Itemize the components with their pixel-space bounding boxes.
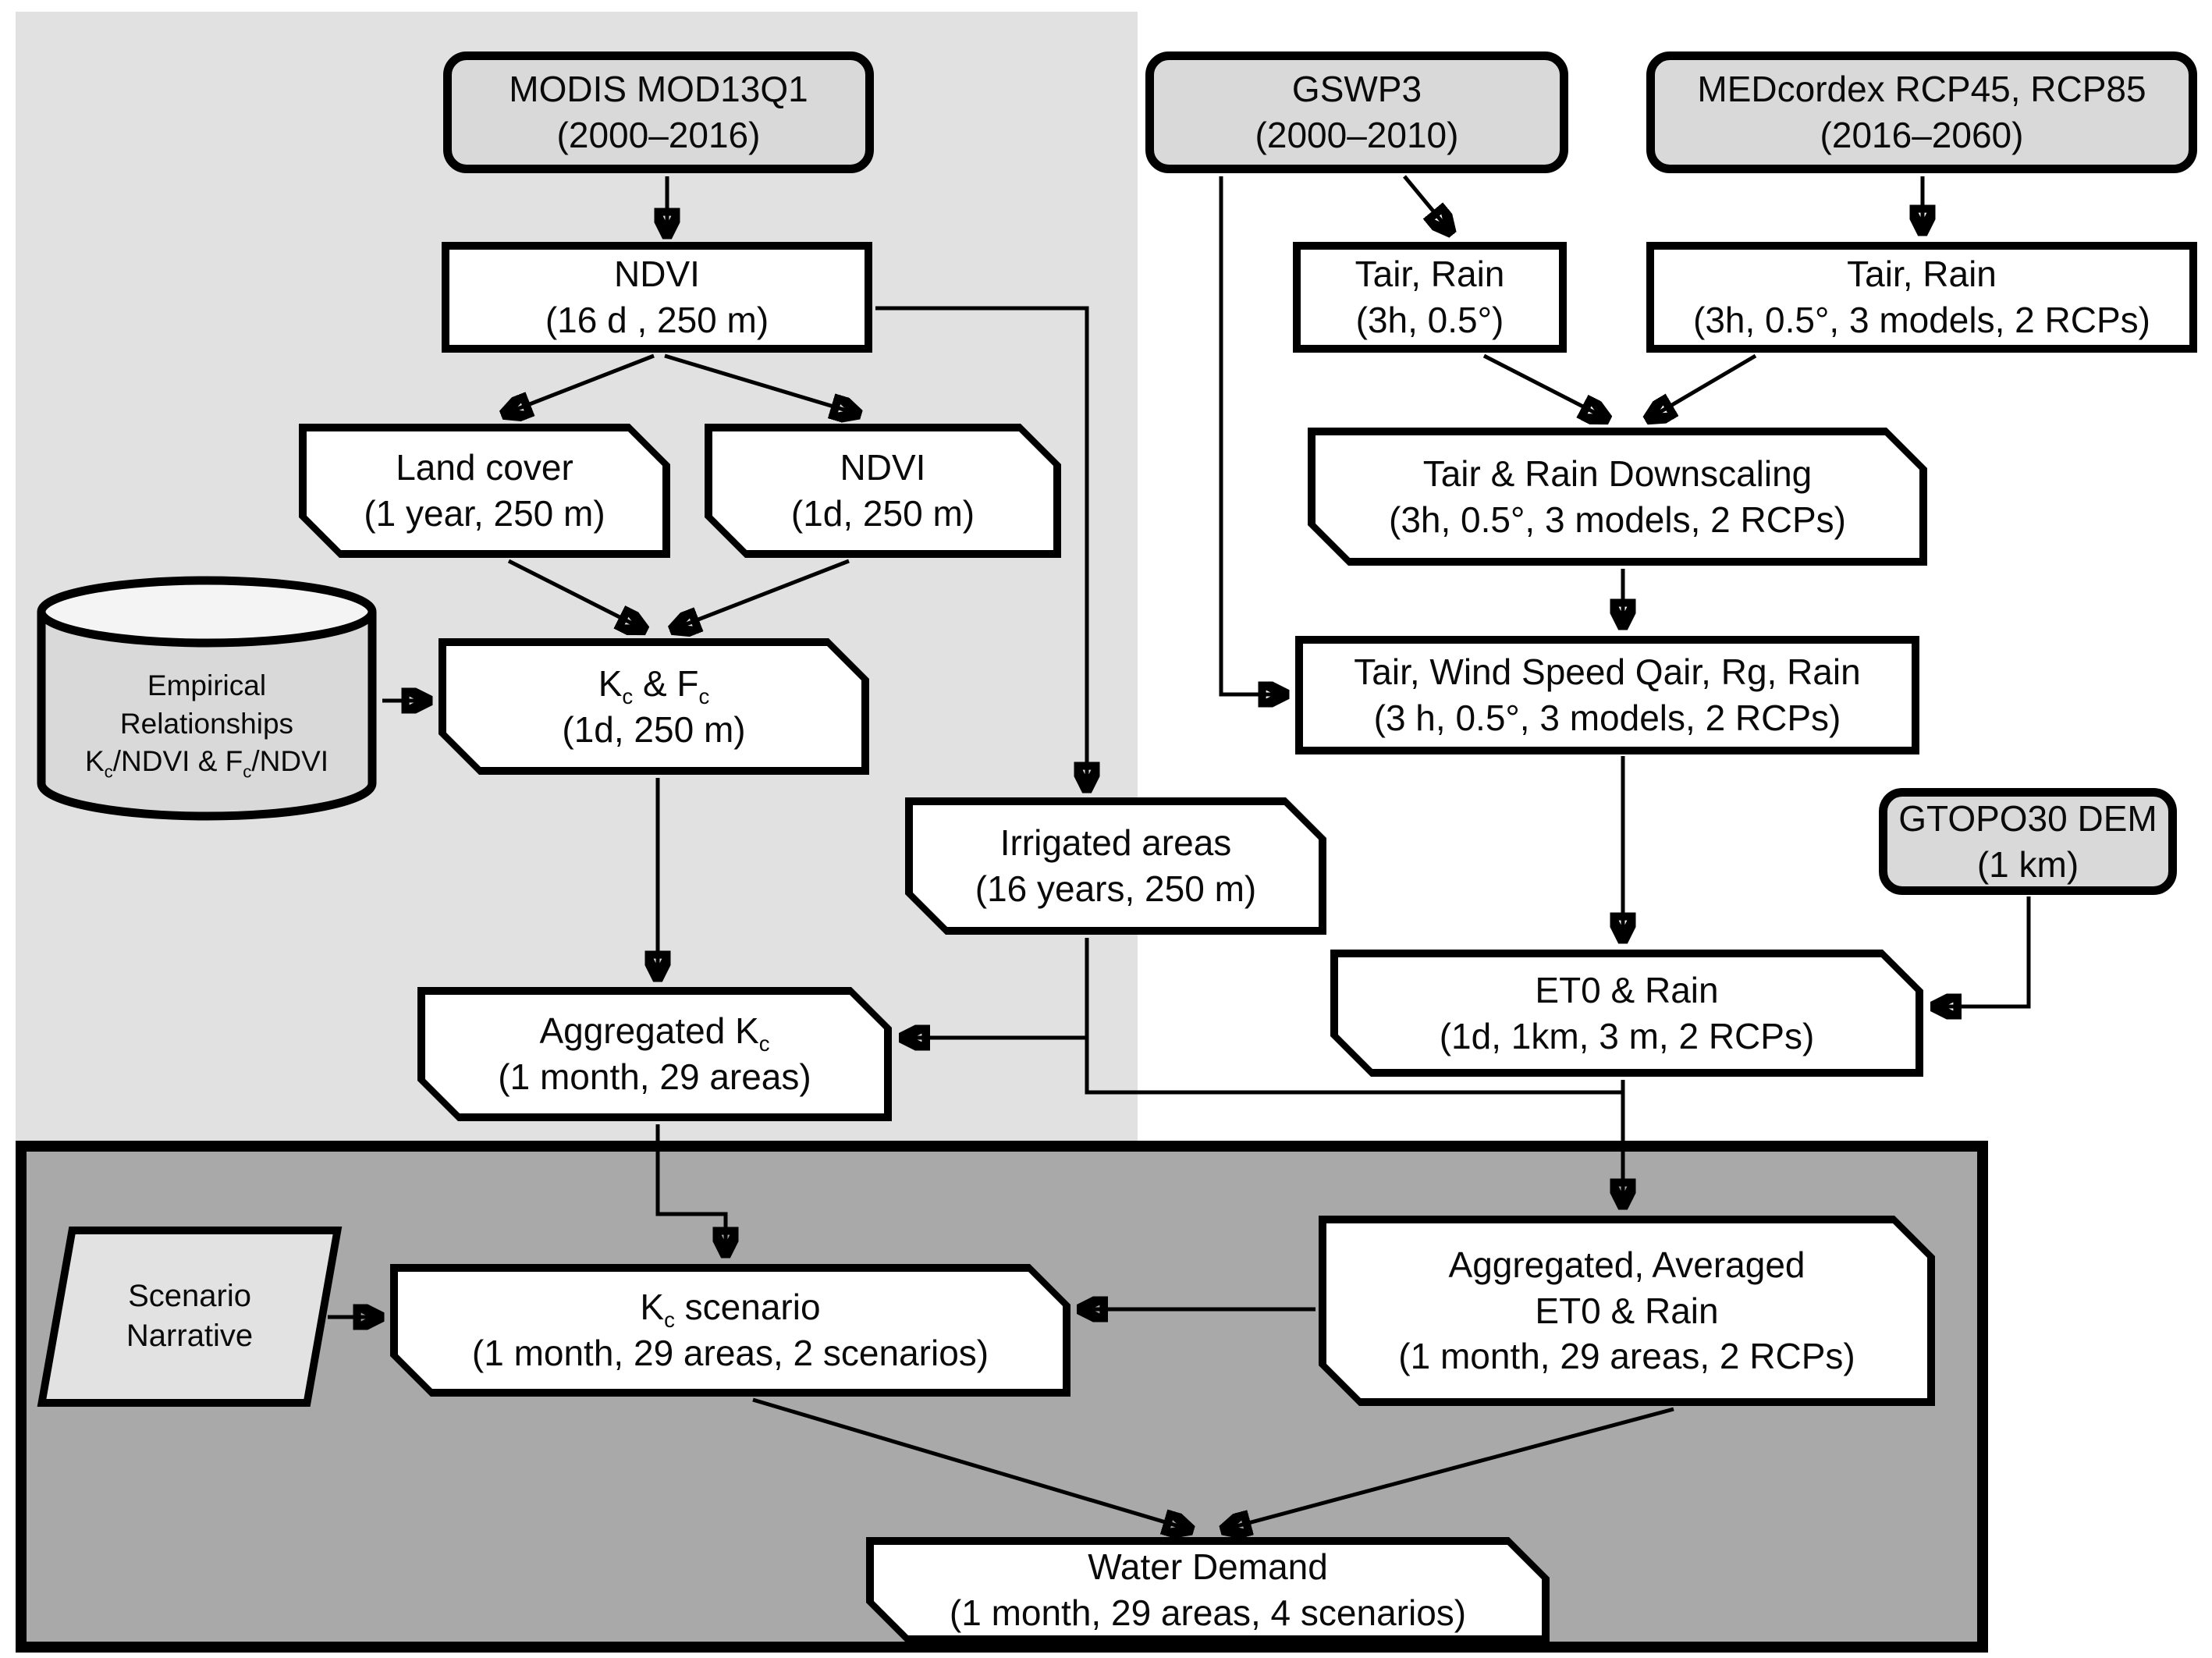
node-sublabel: (3 h, 0.5°, 3 models, 2 RCPs) [1373, 698, 1841, 738]
node-sublabel: (3h, 0.5°) [1355, 300, 1504, 340]
node-label: Irrigated areas [999, 822, 1232, 864]
node-tair-rain-medcordex: Tair, Rain (3h, 0.5°, 3 models, 2 RCPs) [1646, 242, 2197, 353]
node-fill [913, 805, 1319, 927]
node-fill [1315, 435, 1919, 558]
node-label: Aggregated, Averaged [1448, 1244, 1805, 1285]
node-ndvi-1d: NDVI (1d, 250 m) [705, 424, 1061, 558]
node-sublabel: (1 month, 29 areas, 4 scenarios) [949, 1592, 1467, 1633]
edge-gswp3-tairwind [1219, 176, 1284, 694]
satellite-processing-panel [16, 12, 1138, 1141]
node-label2: Narrative [126, 1319, 254, 1354]
node-sublabel: (2016–2060) [1820, 115, 2024, 155]
node-label: Kc scenario [640, 1287, 821, 1333]
node-sublabel: (1 km) [1976, 843, 2079, 885]
node-et0-rain: ET0 & Rain (1d, 1km, 3 m, 2 RCPs) [1330, 950, 1923, 1077]
edge-gtopo-et0 [1935, 896, 2031, 1007]
node-gswp3: GSWP3 (2000–2010) [1145, 51, 1568, 173]
node-sublabel: (2000–2010) [1255, 115, 1459, 155]
node-medcordex: MEDcordex RCP45, RCP85 (2016–2060) [1646, 51, 2197, 173]
edge-kcscenario-waterdemand [752, 1397, 1189, 1529]
node-fill [874, 1545, 1542, 1635]
node-sublabel: (16 years, 250 m) [975, 868, 1257, 909]
node-tair-windspeed-qair: Tair, Wind Speed Qair, Rg, Rain (3 h, 0.… [1295, 636, 1919, 754]
node-sublabel: Kc/NDVI & Fc/NDVI [84, 745, 329, 782]
cylinder-shape [37, 576, 377, 821]
node-sublabel: (1 year, 250 m) [364, 493, 605, 534]
edge-ndvi-ndvi1d [664, 353, 857, 414]
node-sublabel: (3h, 0.5°, 3 models, 2 RCPs) [1389, 499, 1846, 540]
node-sublabel: (1 month, 29 areas) [498, 1056, 811, 1097]
node-land-cover: Land cover (1 year, 250 m) [299, 424, 670, 558]
node-water-demand: Water Demand (1 month, 29 areas, 4 scena… [866, 1537, 1550, 1643]
edge-agget0-waterdemand [1225, 1407, 1674, 1529]
node-label: Land cover [396, 447, 573, 488]
node-label: MEDcordex RCP45, RCP85 [1697, 69, 2146, 110]
node-aggregated-averaged-et0: Aggregated, Averaged ET0 & Rain (1 month… [1319, 1216, 1935, 1406]
edge-gswp3-tairrain [1403, 175, 1450, 231]
cylinder-text: Empirical Relationships Kc/NDVI & Fc/NDV… [43, 584, 371, 819]
node-ndvi-16d: NDVI (16 d , 250 m) [442, 242, 872, 353]
node-label: Scenario [128, 1279, 251, 1314]
node-fill [446, 646, 861, 767]
node-fill [1338, 957, 1916, 1069]
node-empirical-relationships: Empirical Relationships Kc/NDVI & Fc/NDV… [35, 576, 378, 827]
edge-ndvi-irrigated [875, 306, 1087, 788]
node-label: Water Demand [1088, 1546, 1328, 1588]
node-sublabel: (1 month, 29 areas, 2 scenarios) [471, 1333, 989, 1373]
edge-tairrain2-downscaling [1649, 353, 1757, 418]
node-sublabel: (16 d , 250 m) [545, 300, 769, 340]
node-label: Tair & Rain Downscaling [1422, 453, 1813, 494]
edge-aggkc-kcscenario [655, 1124, 726, 1253]
node-fill [712, 431, 1053, 550]
edge-ndvi-landcover [506, 353, 655, 414]
edge-irrigated-junction [1085, 938, 1623, 1095]
node-sublabel: (1 month, 29 areas, 2 RCPs) [1398, 1336, 1855, 1377]
node-kc-fc: Kc & Fc (1d, 250 m) [438, 638, 869, 775]
node-label: Aggregated Kc [539, 1010, 770, 1056]
node-fill [307, 431, 662, 550]
node-label2: Relationships [119, 707, 294, 740]
node-label: Kc & Fc [598, 662, 710, 708]
node-sublabel: (3h, 0.5°, 3 models, 2 RCPs) [1693, 300, 2150, 340]
node-fill [1326, 1223, 1927, 1398]
node-label: NDVI [840, 447, 926, 488]
node-modis-mod13q1: MODIS MOD13Q1 (2000–2016) [443, 51, 874, 173]
node-kc-scenario: Kc scenario (1 month, 29 areas, 2 scenar… [390, 1264, 1070, 1397]
node-label: GSWP3 [1291, 69, 1422, 110]
parallelogram-text: Scenario Narrative [61, 1276, 318, 1356]
edge-ndvi1d-kcfc [674, 559, 850, 629]
node-label2: ET0 & Rain [1535, 1290, 1719, 1331]
node-label: Tair, Wind Speed Qair, Rg, Rain [1354, 651, 1861, 693]
node-fill [398, 1272, 1063, 1389]
node-aggregated-kc: Aggregated Kc (1 month, 29 areas) [417, 987, 892, 1121]
node-downscaling: Tair & Rain Downscaling (3h, 0.5°, 3 mod… [1308, 428, 1927, 566]
node-scenario-narrative: Scenario Narrative [37, 1227, 343, 1407]
node-label: Tair, Rain [1847, 254, 1997, 295]
edge-tairrain1-downscaling [1482, 353, 1606, 418]
node-sublabel: (1d, 250 m) [790, 493, 975, 534]
node-sublabel: (1d, 1km, 3 m, 2 RCPs) [1439, 1015, 1815, 1056]
edge-landcover-kcfc [507, 559, 643, 629]
node-sublabel: (1d, 250 m) [562, 708, 746, 750]
node-fill [425, 995, 884, 1113]
node-label: MODIS MOD13Q1 [509, 69, 808, 110]
node-label: ET0 & Rain [1535, 969, 1719, 1010]
node-gtopo30-dem: GTOPO30 DEM (1 km) [1879, 788, 2177, 895]
node-label: Empirical [147, 669, 267, 701]
node-irrigated-areas: Irrigated areas (16 years, 250 m) [905, 797, 1326, 935]
node-sublabel: (2000–2016) [556, 115, 761, 155]
node-label: GTOPO30 DEM [1898, 797, 2157, 839]
node-label: Tair, Rain [1355, 254, 1505, 295]
node-tair-rain-gswp3: Tair, Rain (3h, 0.5°) [1293, 242, 1567, 353]
node-label: NDVI [614, 254, 700, 295]
